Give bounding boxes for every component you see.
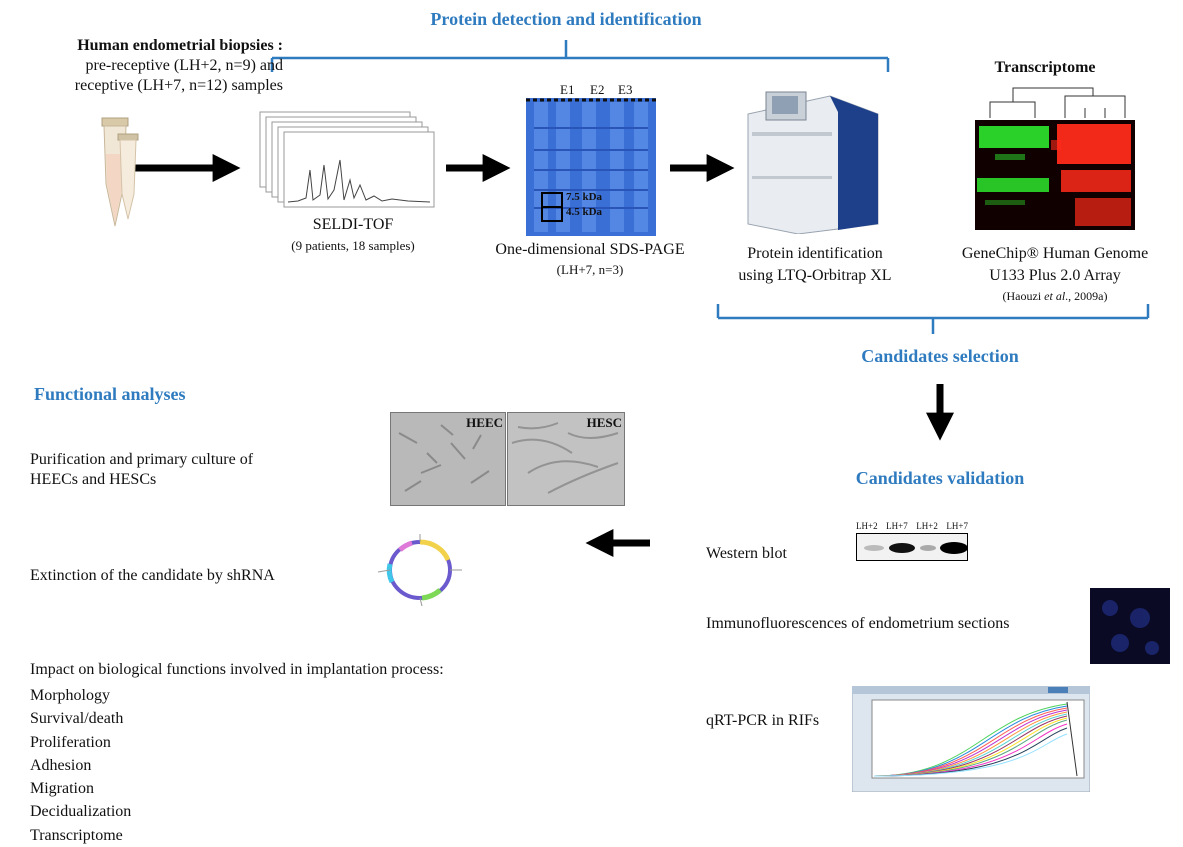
shrna-text: Extinction of the candidate by shRNA: [30, 567, 275, 584]
immunofluorescence-image: [1090, 588, 1170, 664]
citation-italic: et al: [1044, 289, 1066, 303]
top-bracket: [270, 40, 890, 72]
ms-line2: using LTQ-Orbitrap XL: [738, 267, 892, 284]
gel-band-75: 7.5 kDa: [566, 191, 603, 203]
impact-item: Morphology: [30, 687, 110, 704]
citation-pre: (Haouzi: [1002, 289, 1045, 303]
impact-title: Impact on biological functions involved …: [30, 661, 444, 678]
biopsies-line2: pre-receptive (LH+2, n=9) and: [85, 57, 283, 74]
seldi-spectra-image: [259, 111, 435, 208]
mass-spectrometer-image: [747, 91, 879, 234]
impact-item: Survival/death: [30, 710, 124, 728]
impact-item: Migration: [30, 780, 94, 798]
western-blot-image: [856, 533, 968, 561]
biopsies-line3: receptive (LH+7, n=12) samples: [74, 77, 283, 94]
sample-tube-icon: [101, 117, 139, 227]
culture-line1: Purification and primary culture of: [30, 451, 254, 468]
gel-title: One-dimensional SDS-PAGE: [495, 241, 685, 258]
transcriptome-citation: (Haouzi et al., 2009a): [935, 289, 1175, 304]
impact-list: Morphology Survival/death Proliferation …: [30, 684, 131, 847]
ms-line1: Protein identification: [747, 245, 883, 262]
heec-label: HEEC: [466, 415, 503, 430]
gel-band-45: 4.5 kDa: [566, 206, 603, 218]
functional-analyses-title: Functional analyses: [34, 384, 186, 404]
immuno-label: Immunofluorescences of endometrium secti…: [706, 615, 1010, 632]
hesc-micrograph: HESC: [507, 412, 625, 506]
shrna-plasmid-image: [377, 534, 462, 607]
transcriptome-heatmap-image: [975, 87, 1135, 230]
western-lanes: LH+2 LH+7 LH+2 LH+7: [856, 521, 968, 531]
transcriptome-line1: GeneChip® Human Genome: [961, 245, 1149, 262]
culture-line2: HEECs and HESCs: [30, 471, 157, 488]
impact-item: Transcriptome: [30, 826, 123, 844]
selection-bracket: [716, 304, 1150, 334]
hesc-label: HESC: [586, 415, 622, 430]
candidates-selection-label: Candidates selection: [861, 346, 1019, 366]
impact-item: Proliferation: [30, 733, 111, 751]
transcriptome-title: Transcriptome: [994, 59, 1096, 76]
western-blot-label: Western blot: [706, 545, 787, 562]
impact-item: Adhesion: [30, 756, 92, 774]
transcriptome-line2: U133 Plus 2.0 Array: [989, 267, 1121, 284]
western-lane-label: LH+2: [916, 521, 938, 531]
biopsies-title: Human endometrial biopsies :: [77, 37, 283, 54]
gel-subtitle: (LH+7, n=3): [556, 262, 624, 277]
gel-lane-e3: E3: [618, 82, 633, 97]
western-lane-label: LH+7: [886, 521, 908, 531]
biopsies-block: Human endometrial biopsies : pre-recepti…: [8, 36, 283, 96]
gel-lane-e1: E1: [560, 82, 575, 97]
sds-page-gel-image: [526, 98, 656, 236]
candidates-validation-label: Candidates validation: [855, 468, 1025, 488]
citation-post: ., 2009a): [1065, 289, 1108, 303]
western-lane-label: LH+7: [946, 521, 968, 531]
seldi-title: SELDI-TOF: [312, 216, 394, 233]
qrt-label: qRT-PCR in RIFs: [706, 712, 820, 729]
culture-text: Purification and primary culture of HEEC…: [30, 450, 350, 490]
western-lane-label: LH+2: [856, 521, 878, 531]
qrt-pcr-plot-image: [852, 686, 1090, 792]
gel-lane-e2: E2: [590, 82, 605, 97]
impact-item: Decidualization: [30, 803, 132, 821]
heec-micrograph: HEEC: [390, 412, 506, 506]
seldi-subtitle: (9 patients, 18 samples): [291, 238, 415, 253]
protein-detection-title: Protein detection and identification: [430, 9, 702, 29]
